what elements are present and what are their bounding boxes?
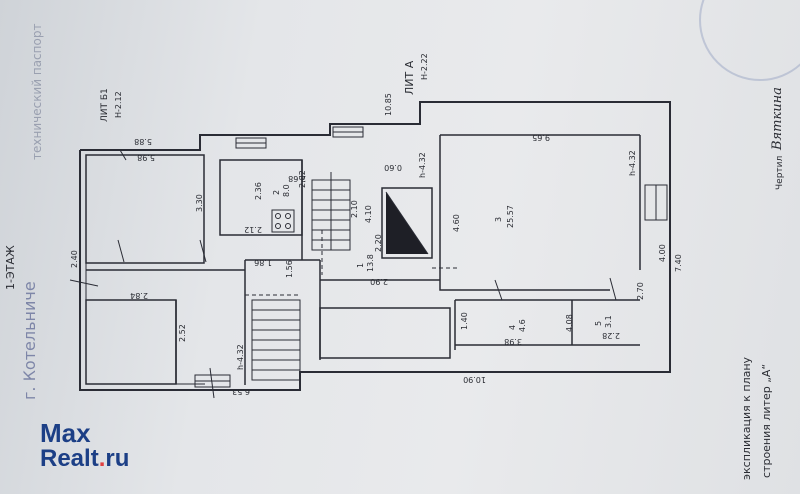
dim-label: 2.52 <box>178 324 187 342</box>
logo-site: Realt <box>40 445 99 472</box>
room-2-number: 2 <box>272 189 281 195</box>
furnace <box>381 187 433 259</box>
dim-label: 10.90 <box>463 375 486 384</box>
room-left-top <box>85 154 205 264</box>
room-left-bottom <box>85 299 177 385</box>
dim-label: 2.84 <box>130 291 148 300</box>
room-4-area: 4.6 <box>518 319 527 332</box>
stove <box>271 209 295 233</box>
floor-title: 1-ЭТАЖ <box>4 245 17 290</box>
dim-label: 2.70 <box>636 282 645 300</box>
lit-a-label: ЛИТ А <box>403 60 416 95</box>
side-note-3: Чертил <box>775 155 785 190</box>
dim-label: 2.36 <box>254 182 263 200</box>
dim-label: 0.60 <box>384 163 402 172</box>
room-3-area: 25.57 <box>506 205 515 228</box>
dim-label: 7.40 <box>674 254 683 272</box>
logo-tld: ru <box>105 445 130 472</box>
dim-label: 2.10 <box>350 200 359 218</box>
room-1-area: 13.8 <box>366 254 375 272</box>
logo-dot: . <box>98 445 106 472</box>
dim-label: 2.90 <box>370 277 388 286</box>
room-2-area: 8.0 <box>282 184 291 197</box>
dim-label: h-4.32 <box>418 152 427 178</box>
lit-b1-label: ЛИТ Б1 <box>100 88 110 122</box>
dim-label: 2.12 <box>244 225 262 234</box>
dim-label: 4.08 <box>565 314 574 332</box>
dim-label: 5.88 <box>134 137 152 146</box>
dim-label: 4.00 <box>658 244 667 262</box>
dim-label: 1.56 <box>285 260 294 278</box>
room-5-number: 5 <box>594 320 603 326</box>
dim-label: 4.10 <box>364 205 373 223</box>
lit-a-height: Н-2.22 <box>420 53 429 80</box>
dim-label: 2.20 <box>374 234 383 252</box>
dim-label: 4.60 <box>452 214 461 232</box>
room-1-number: 1 <box>356 262 365 268</box>
dim-label: 3.98 <box>504 337 522 346</box>
dim-label: 2.28 <box>602 331 620 340</box>
stamp-text: технический паспорт <box>30 23 44 160</box>
room-3-number: 3 <box>494 216 503 222</box>
dim-label: 3.30 <box>195 194 204 212</box>
dim-label: 5.98 <box>137 153 155 162</box>
room-5-area: 3.1 <box>604 315 613 328</box>
outer-wall <box>79 101 671 391</box>
dim-label: h-4.32 <box>236 344 245 370</box>
side-note-1: экспликация к плану <box>740 356 753 480</box>
lit-b1-height: Н-2.12 <box>114 91 123 118</box>
room-4-number: 4 <box>508 324 517 330</box>
logo-brand: Max <box>40 418 91 448</box>
city-text: г. Котельниче <box>20 281 39 400</box>
dim-label: 2.40 <box>70 250 79 268</box>
dim-label: 1.86 <box>254 258 272 267</box>
dim-label: 1.40 <box>460 312 469 330</box>
dim-label: h-4.32 <box>628 150 637 176</box>
dim-label: 6.53 <box>232 387 250 396</box>
room-bottom-mid <box>319 307 451 359</box>
dim-label: 9.65 <box>532 133 550 142</box>
dim-label: 2.68 <box>288 174 306 183</box>
signature: Вяткина <box>770 87 785 150</box>
side-note-2: строения литер „А“ <box>760 363 773 478</box>
dim-label: 10.85 <box>384 93 393 116</box>
maxrealt-logo: Max Realt.ru <box>40 420 129 472</box>
